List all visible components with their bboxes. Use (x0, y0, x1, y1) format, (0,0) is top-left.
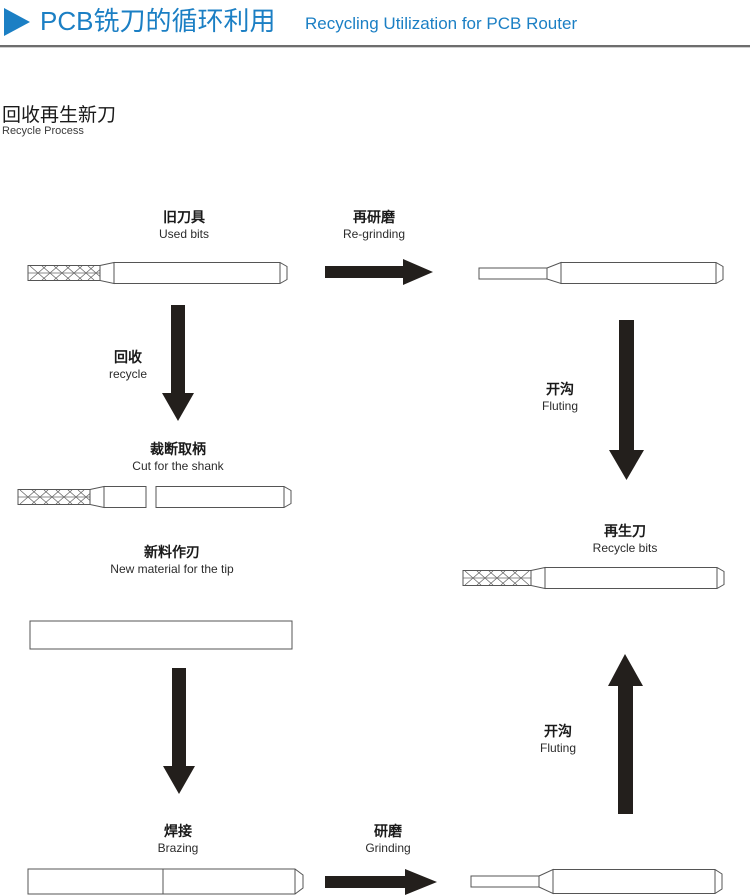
label-re-grinding: 再研磨 Re-grinding (299, 208, 449, 242)
label-recycle-bits-en: Recycle bits (592, 541, 658, 555)
label-cut-for-shank-cn: 裁断取柄 (150, 441, 206, 457)
header-title-cn: PCB铣刀的循环利用 (40, 6, 276, 36)
bit-used-bits (26, 258, 290, 288)
label-grinding: 研磨 Grinding (313, 822, 463, 856)
arrow-fluting-top-down (607, 320, 647, 482)
bit-brazed (27, 866, 307, 896)
label-recycle-bits: 再生刀 Recycle bits (550, 522, 700, 556)
label-fluting-top-en: Fluting (541, 399, 579, 413)
label-new-material: 新料作刃 New material for the tip (92, 543, 252, 577)
label-recycle: 回收 recycle (78, 348, 178, 382)
label-cut-for-shank-en: Cut for the shank (132, 459, 224, 473)
bit-cut-for-shank (16, 482, 296, 512)
label-used-bits-cn: 旧刀具 (163, 209, 205, 225)
label-brazing-cn: 焊接 (164, 823, 192, 839)
label-fluting-bottom-cn: 开沟 (544, 723, 572, 739)
header-divider (0, 45, 750, 47)
label-used-bits: 旧刀具 Used bits (109, 208, 259, 242)
label-recycle-en: recycle (108, 367, 147, 381)
label-fluting-bottom-en: Fluting (539, 741, 577, 755)
header-title-en: Recycling Utilization for PCB Router (305, 14, 578, 33)
label-recycle-cn: 回收 (114, 349, 142, 365)
label-used-bits-en: Used bits (158, 227, 210, 241)
arrow-recycle-down (160, 305, 196, 423)
label-re-grinding-en: Re-grinding (342, 227, 406, 241)
arrow-grinding (325, 868, 440, 896)
label-fluting-top: 开沟 Fluting (510, 380, 610, 414)
triangle-right-icon (4, 8, 30, 36)
arrow-to-brazing-down (160, 668, 198, 796)
section-title-cn: 回收再生新刀 (2, 105, 117, 126)
label-brazing-en: Brazing (157, 841, 199, 855)
label-brazing: 焊接 Brazing (103, 822, 253, 856)
label-fluting-top-cn: 开沟 (546, 381, 574, 397)
header-divider-light (0, 47, 750, 48)
arrow-fluting-bottom-up (605, 652, 647, 816)
bit-ground-blank (470, 866, 726, 896)
bit-recycle-bits (461, 563, 727, 593)
label-new-material-cn: 新料作刃 (144, 544, 200, 560)
bit-new-material-blank (29, 620, 297, 652)
arrow-re-grinding (325, 258, 435, 286)
label-new-material-en: New material for the tip (110, 562, 234, 576)
label-grinding-en: Grinding (365, 841, 411, 855)
page-header: PCB铣刀的循环利用 Recycling Utilization for PCB… (0, 0, 750, 48)
label-grinding-cn: 研磨 (374, 823, 402, 839)
label-re-grinding-cn: 再研磨 (353, 209, 395, 225)
section-title-en: Recycle Process (2, 125, 84, 137)
label-recycle-bits-cn: 再生刀 (604, 523, 646, 539)
bit-reground-blank (478, 258, 726, 288)
label-fluting-bottom: 开沟 Fluting (508, 722, 608, 756)
label-cut-for-shank: 裁断取柄 Cut for the shank (98, 440, 258, 474)
